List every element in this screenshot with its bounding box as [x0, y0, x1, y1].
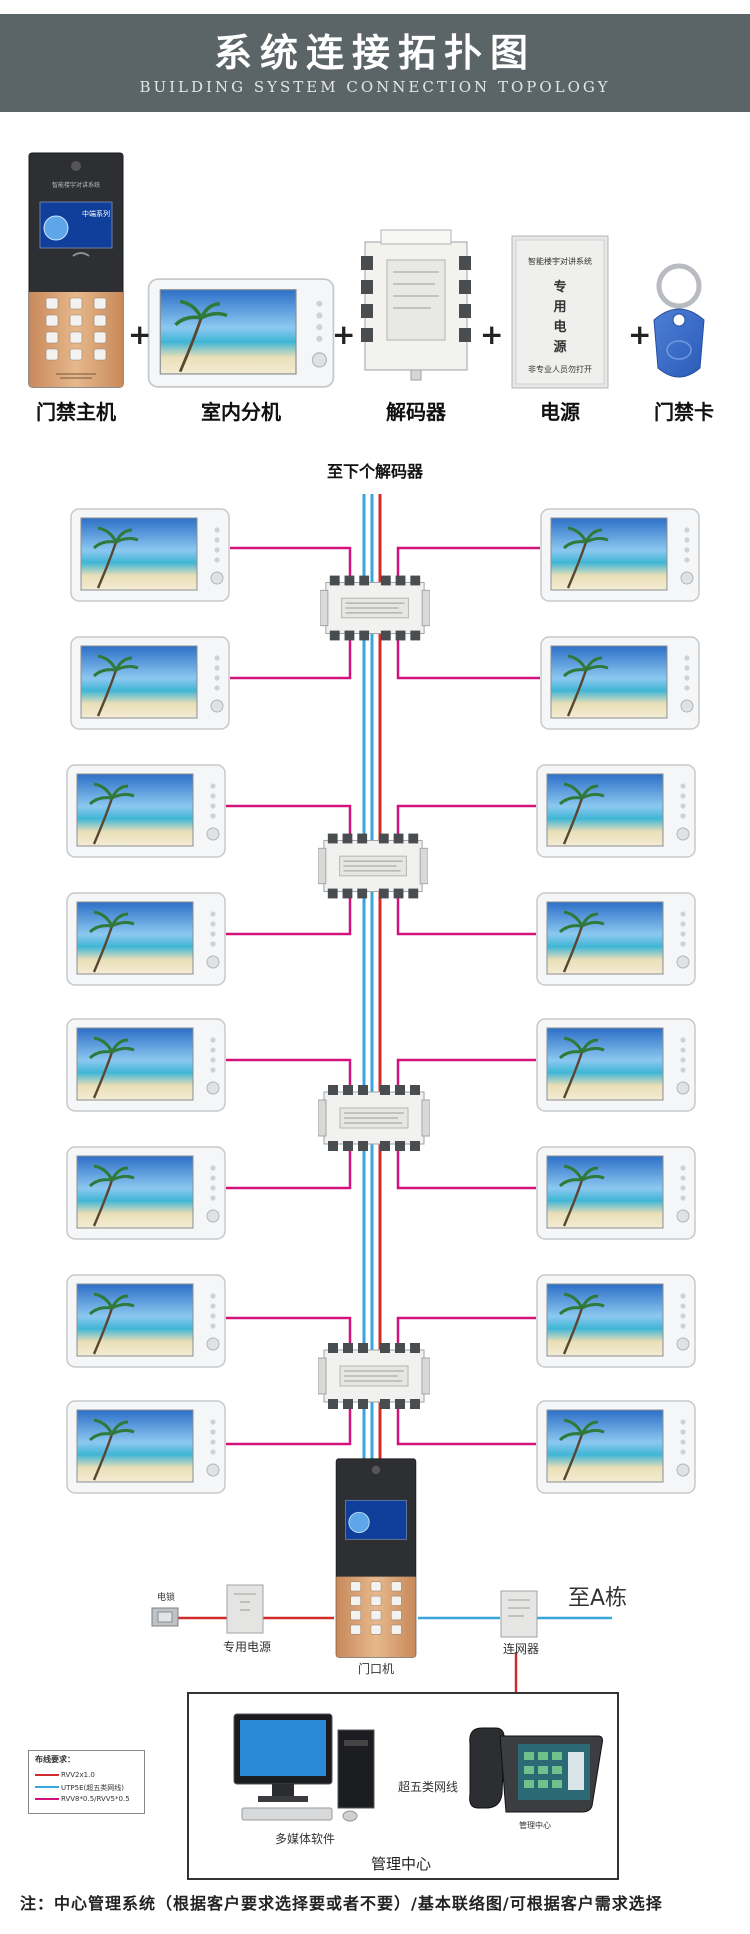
indoor-monitor [66, 892, 226, 986]
electric-lock-icon [151, 1607, 179, 1627]
header-banner [0, 14, 750, 112]
door-station-screen-tag: 中端系列 [82, 210, 110, 218]
decoder-unit [320, 572, 430, 644]
page-subtitle: BUILDING SYSTEM CONNECTION TOPOLOGY [139, 78, 611, 96]
wiring-legend: 布线要求： RVV2x1.0 UTP5E(超五类网线) RVV8*0.5/RVV… [28, 1750, 145, 1814]
component-label-door-station: 门禁主机 [36, 400, 116, 424]
indoor-monitor [536, 1274, 696, 1368]
management-center-label: 管理中心 [370, 1855, 431, 1873]
psu-char-1: 专 [553, 280, 567, 295]
indoor-monitor [536, 1018, 696, 1112]
decoder-unit [318, 1340, 430, 1412]
component-label-indoor-monitor: 室内分机 [201, 400, 281, 424]
indoor-monitor [536, 764, 696, 858]
plus-sign: + [332, 318, 356, 351]
door-unit-icon [335, 1458, 417, 1658]
psu-warning: 非专业人员勿打开 [528, 365, 592, 374]
indoor-monitor [66, 1018, 226, 1112]
indoor-monitor [66, 1400, 226, 1494]
to-building-a-label: 至A栋 [568, 1586, 628, 1611]
indoor-monitor [70, 636, 230, 730]
component-label-decoder: 解码器 [386, 400, 446, 424]
psu-brand: 智能楼宇对讲系统 [528, 257, 592, 266]
network-hub-icon [500, 1590, 538, 1638]
management-terminal-icon [469, 1727, 603, 1813]
indoor-monitor [536, 1146, 696, 1240]
indoor-monitor [536, 892, 696, 986]
psu-char-2: 用 [553, 300, 567, 315]
plus-sign: + [128, 318, 152, 351]
door-station-brand: 智能楼宇对讲系统 [51, 182, 100, 189]
indoor-monitor [66, 1274, 226, 1368]
hub-label: 连网器 [502, 1642, 539, 1656]
desktop-computer-icon [233, 1713, 375, 1822]
psu-small-label: 专用电源 [222, 1640, 271, 1654]
door-unit-label: 门口机 [357, 1662, 394, 1676]
indoor-monitor [536, 1400, 696, 1494]
psu-char-3: 电 [553, 320, 567, 335]
decoder-unit [318, 830, 428, 902]
small-psu-icon [226, 1584, 264, 1634]
decoder-icon [361, 229, 471, 381]
psu-char-4: 源 [553, 340, 567, 355]
legend-item: UTP5E(超五类网线) [61, 1784, 124, 1792]
decoder-unit [318, 1082, 430, 1154]
page-title: 系统连接拓扑图 [213, 31, 536, 75]
legend-item: RVV8*0.5/RVV5*0.5 [61, 1795, 130, 1803]
door-station-icon [28, 152, 124, 388]
indoor-monitor [66, 1146, 226, 1240]
indoor-monitor [70, 508, 230, 602]
software-label: 多媒体软件 [274, 1832, 335, 1846]
component-label-card: 门禁卡 [654, 400, 714, 424]
indoor-monitor [66, 764, 226, 858]
indoor-monitor [540, 636, 700, 730]
plus-sign: + [480, 318, 504, 351]
legend-swatches [35, 1774, 59, 1800]
component-label-power: 电源 [540, 400, 580, 424]
cable-label: 超五类网线 [397, 1780, 458, 1794]
to-next-decoder-label: 至下个解码器 [326, 462, 423, 481]
indoor-monitor [540, 508, 700, 602]
legend-title: 布线要求： [35, 1755, 75, 1764]
footer-note: 注：中心管理系统（根据客户要求选择要或者不要）/基本联络图/可根据客户需求选择 [20, 1894, 663, 1913]
legend-item: RVV2x1.0 [61, 1771, 95, 1779]
lock-label: 电锁 [156, 1593, 175, 1603]
power-supply-icon [511, 235, 609, 389]
key-fob-icon [653, 263, 705, 378]
plus-sign: + [628, 318, 652, 351]
center-device-label: 管理中心 [519, 1821, 551, 1830]
